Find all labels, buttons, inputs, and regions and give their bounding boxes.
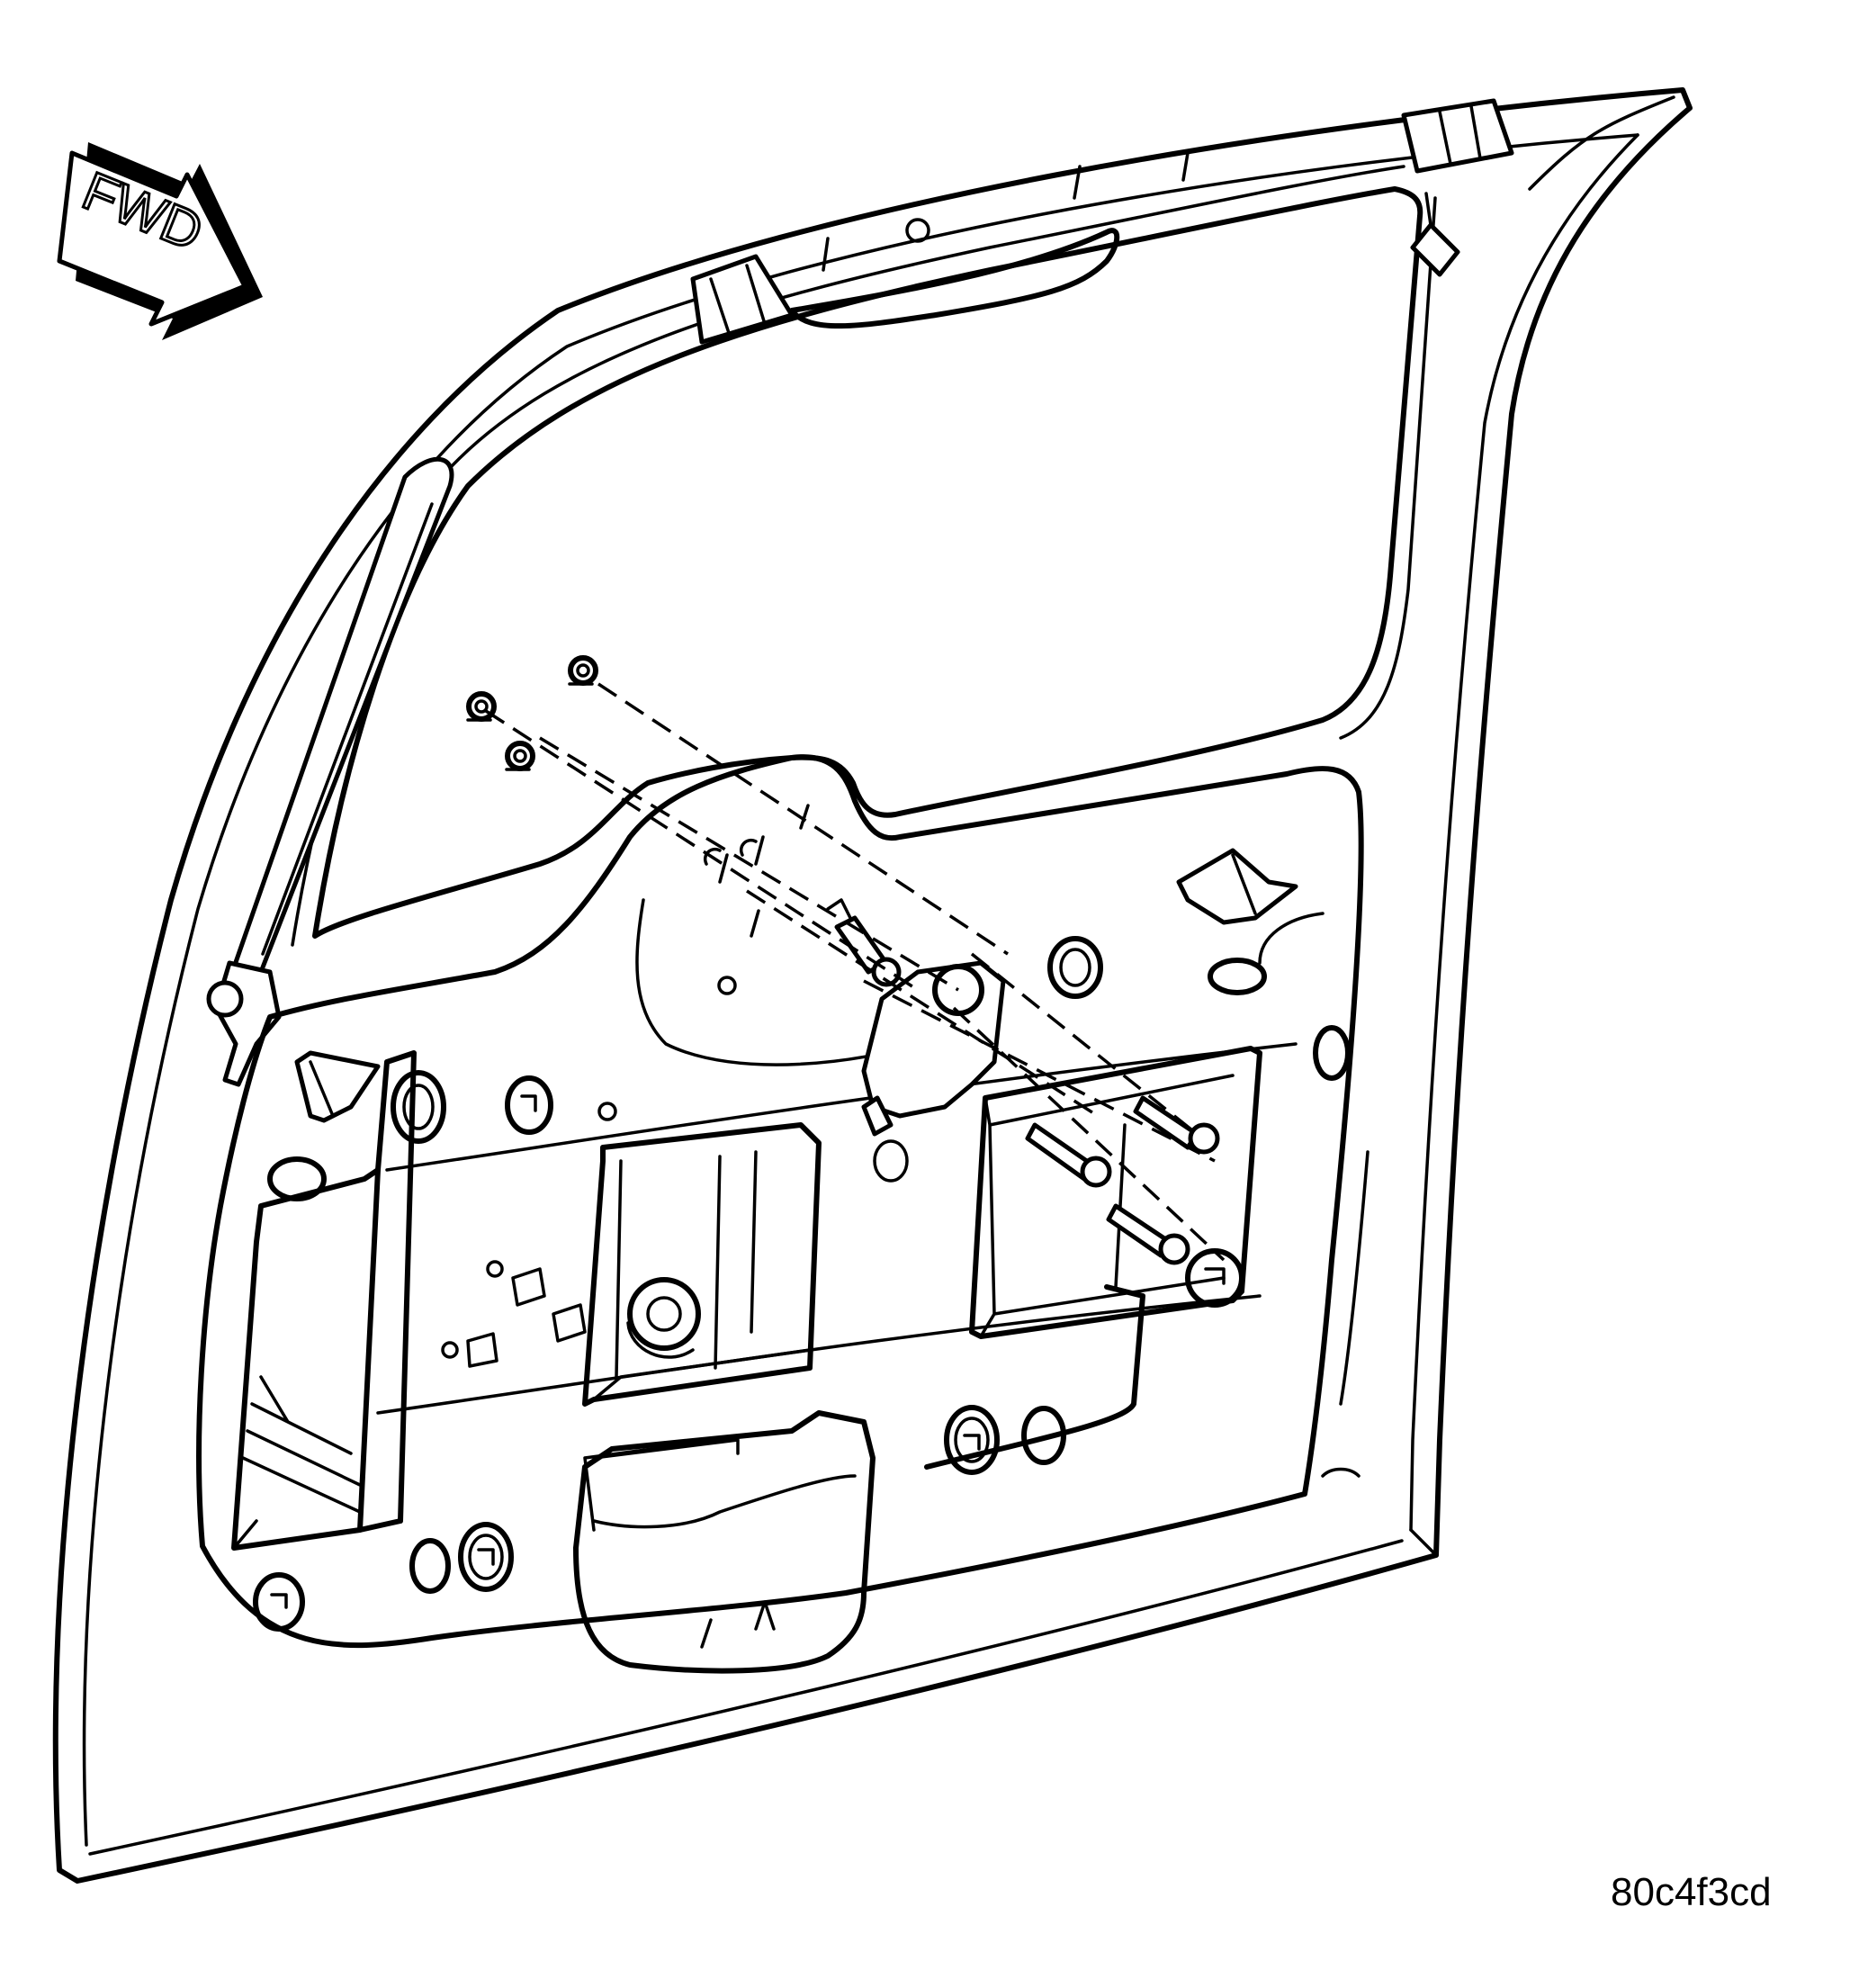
bolt xyxy=(1106,1203,1190,1265)
image-id-label: 80c4f3cd xyxy=(1611,1870,1772,1914)
forward-arrow-icon: FWD xyxy=(57,142,263,340)
right-cutout xyxy=(969,1046,1262,1339)
gas-strut xyxy=(206,456,454,1087)
mount-studs xyxy=(704,804,810,938)
bolts xyxy=(1025,1095,1220,1265)
top-rail xyxy=(690,98,1514,345)
bumper-stops xyxy=(294,848,1298,1123)
bolt xyxy=(1133,1095,1220,1155)
nut xyxy=(568,655,598,686)
nuts xyxy=(466,655,598,771)
lower-panel xyxy=(573,1284,1145,1674)
bolt xyxy=(1025,1122,1112,1188)
panel-holes xyxy=(253,936,1361,1632)
left-cutout xyxy=(231,1050,417,1551)
window-opening xyxy=(291,165,1437,947)
center-cutout xyxy=(582,1122,822,1407)
nut xyxy=(466,691,497,722)
door-outer-frame xyxy=(52,87,1693,1884)
nut xyxy=(505,741,535,771)
